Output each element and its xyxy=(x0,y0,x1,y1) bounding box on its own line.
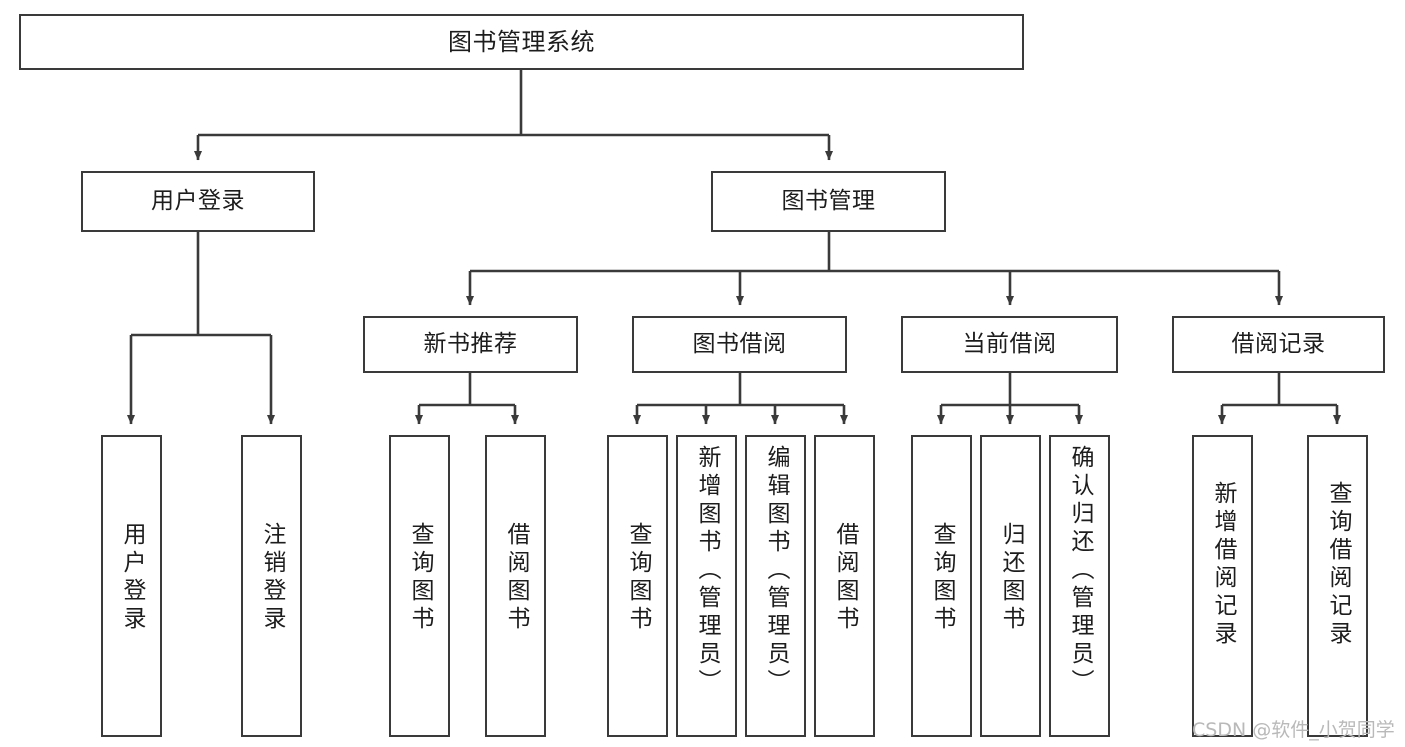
node-label: 新书推荐 xyxy=(423,330,518,357)
leaf-node-add-book-admin[interactable]: 新增图书（管理员） xyxy=(676,435,737,737)
node-label: 新增借阅记录 xyxy=(1210,481,1236,649)
node-label: 借阅图书 xyxy=(832,522,858,634)
node-label: 查询图书 xyxy=(929,522,955,634)
node-label: 图书管理 xyxy=(781,187,876,214)
node-label: 确认归还（管理员） xyxy=(1067,445,1093,697)
node-new-book-recommendation[interactable]: 新书推荐 xyxy=(363,316,578,373)
node-current-borrowing[interactable]: 当前借阅 xyxy=(901,316,1118,373)
leaf-node-borrow-book-borrow[interactable]: 借阅图书 xyxy=(814,435,875,737)
node-label: 查询借阅记录 xyxy=(1325,481,1351,649)
leaf-node-edit-book-admin[interactable]: 编辑图书（管理员） xyxy=(745,435,806,737)
node-borrowing-record[interactable]: 借阅记录 xyxy=(1172,316,1385,373)
node-label: 用户登录 xyxy=(151,187,245,214)
leaf-node-logout[interactable]: 注销登录 xyxy=(241,435,302,737)
node-label: 归还图书 xyxy=(998,522,1024,634)
leaf-node-borrow-book-new-rec[interactable]: 借阅图书 xyxy=(485,435,546,737)
node-label: 新增图书（管理员） xyxy=(694,445,720,697)
leaf-node-query-book-borrow[interactable]: 查询图书 xyxy=(607,435,668,737)
leaf-node-query-book-current[interactable]: 查询图书 xyxy=(911,435,972,737)
leaf-node-return-book[interactable]: 归还图书 xyxy=(980,435,1041,737)
node-label: 图书管理系统 xyxy=(448,27,595,56)
node-root-book-management-system[interactable]: 图书管理系统 xyxy=(19,14,1024,70)
leaf-node-add-borrow-record[interactable]: 新增借阅记录 xyxy=(1192,435,1253,737)
leaf-node-user-login[interactable]: 用户登录 xyxy=(101,435,162,737)
node-label: 查询图书 xyxy=(625,522,651,634)
node-label: 借阅记录 xyxy=(1231,330,1326,357)
node-book-borrowing[interactable]: 图书借阅 xyxy=(632,316,847,373)
node-user-login[interactable]: 用户登录 xyxy=(81,171,315,232)
node-label: 查询图书 xyxy=(407,522,433,634)
node-book-management[interactable]: 图书管理 xyxy=(711,171,946,232)
csdn-watermark: CSDN @软件_小贺同学 xyxy=(1192,719,1395,741)
node-label: 图书借阅 xyxy=(692,330,787,357)
node-label: 借阅图书 xyxy=(503,522,529,634)
leaf-node-confirm-return-admin[interactable]: 确认归还（管理员） xyxy=(1049,435,1110,737)
node-label: 用户登录 xyxy=(119,522,145,634)
leaf-node-query-book-new-rec[interactable]: 查询图书 xyxy=(389,435,450,737)
node-label: 编辑图书（管理员） xyxy=(763,445,789,697)
leaf-node-query-borrow-record[interactable]: 查询借阅记录 xyxy=(1307,435,1368,737)
node-label: 注销登录 xyxy=(259,522,285,634)
node-label: 当前借阅 xyxy=(962,330,1057,357)
